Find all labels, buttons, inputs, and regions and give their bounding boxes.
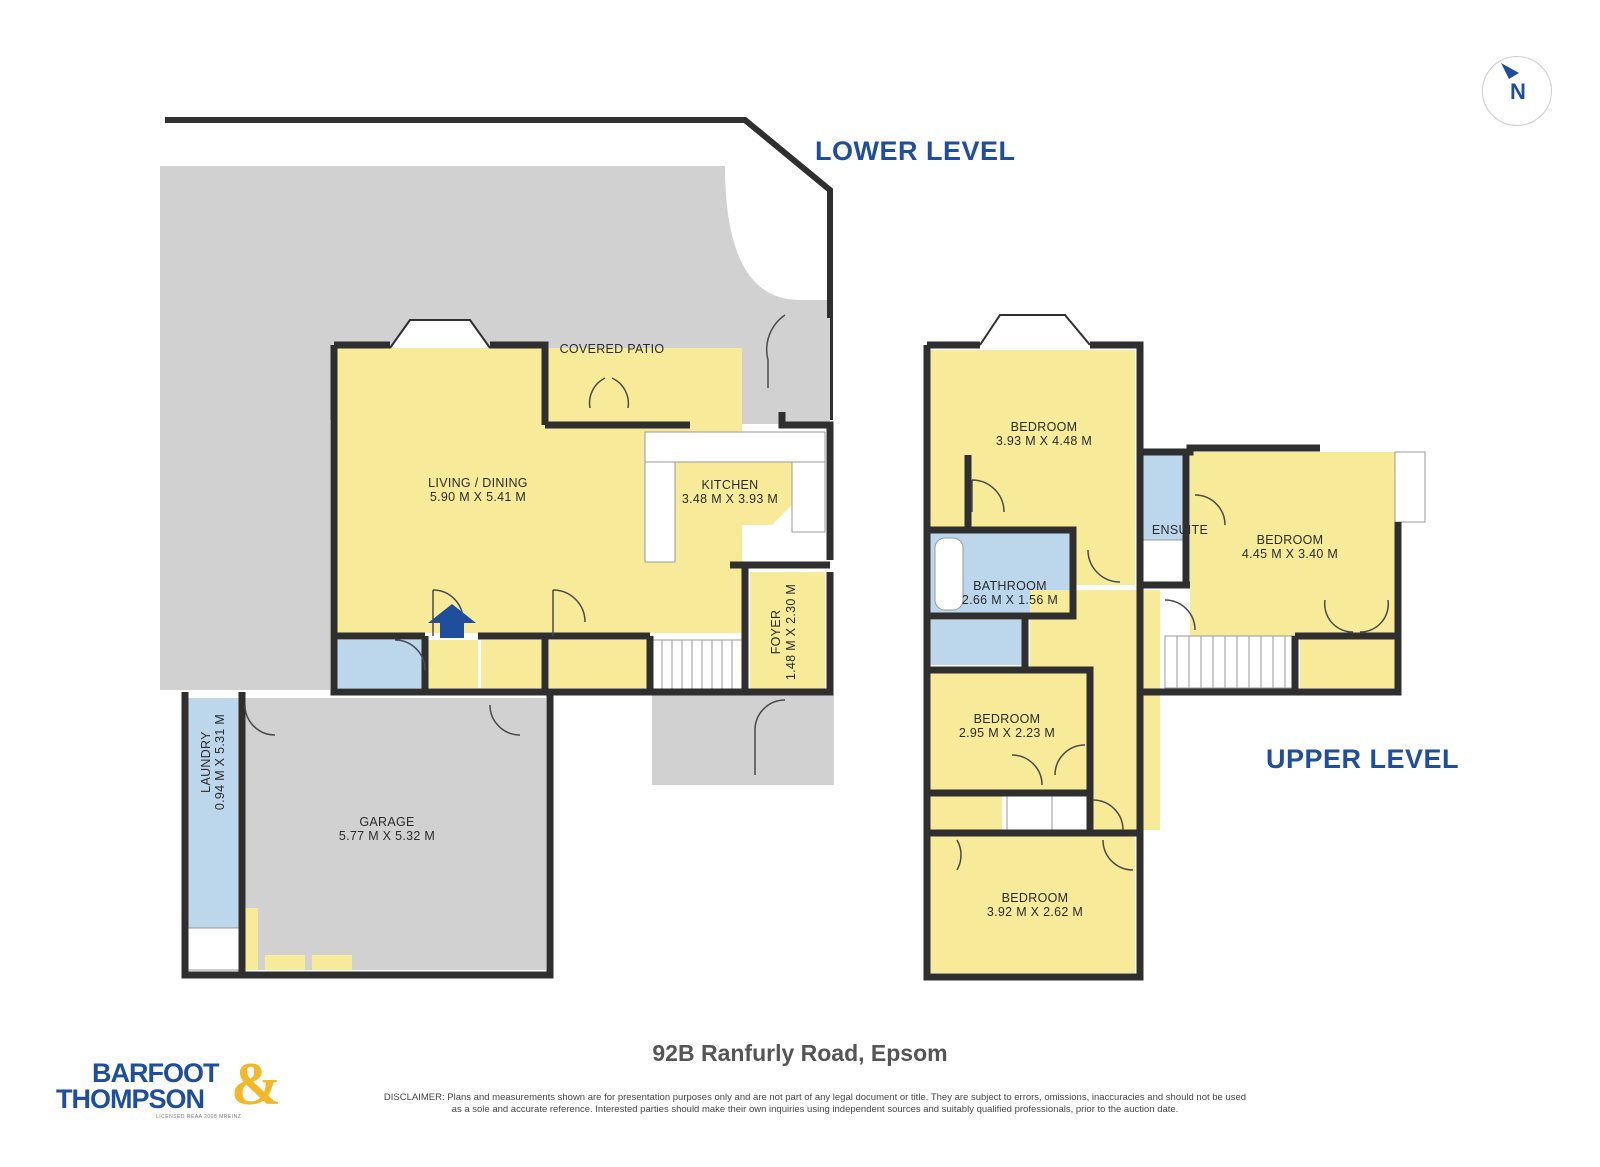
stair-treads-lower xyxy=(661,640,733,690)
kitchen-side-bench xyxy=(791,461,826,533)
foyer-label: FOYER xyxy=(769,610,783,655)
hall-storage-3 xyxy=(549,640,647,688)
lower-wc-area xyxy=(337,640,425,688)
living-dining-label: LIVING / DINING xyxy=(428,476,528,490)
north-arrow-icon xyxy=(1501,63,1519,79)
bedroom-1-size: 3.93 M X 4.48 M xyxy=(996,434,1092,448)
kitchen-area xyxy=(680,462,792,570)
covered-patio-label: COVERED PATIO xyxy=(560,342,665,356)
bedroom-4-label: BEDROOM xyxy=(1002,891,1069,905)
logo-ampersand: & xyxy=(231,1051,281,1117)
upper-walls xyxy=(923,341,1402,981)
bedroom-2-bay xyxy=(1394,451,1426,523)
ensuite-label: ENSUITE xyxy=(1152,523,1208,537)
bedroom-2-label: BEDROOM xyxy=(1257,533,1324,547)
laundry-label: LAUNDRY xyxy=(199,731,213,793)
logo-licence: LICENSED REAA 2008 MREINZ xyxy=(156,1114,242,1120)
driveway-area xyxy=(160,166,830,690)
hall-storage-2 xyxy=(481,640,543,688)
garage-size: 5.77 M X 5.32 M xyxy=(339,829,435,843)
hall-storage-1 xyxy=(428,640,478,688)
garage-area xyxy=(244,698,546,970)
bay-window-upper xyxy=(979,314,1091,346)
property-address: 92B Ranfurly Road, Epsom xyxy=(652,1040,948,1066)
bathtub xyxy=(934,537,964,611)
foyer-size: 1.48 M X 2.30 M xyxy=(784,584,798,680)
lower-walls xyxy=(181,341,834,979)
living-dining-size: 5.90 M X 5.41 M xyxy=(430,490,526,504)
laundry-size: 0.94 M X 5.31 M xyxy=(213,714,227,810)
upper-wc-area xyxy=(930,620,1025,665)
kitchen-size: 3.48 M X 3.93 M xyxy=(682,492,778,506)
laundry-cabinet xyxy=(187,927,241,971)
bedroom-4-size: 3.92 M X 2.62 M xyxy=(987,905,1083,919)
compass: N xyxy=(1482,56,1552,126)
upper-hall-area xyxy=(1030,590,1160,830)
bay-window-lower xyxy=(389,319,491,349)
disclaimer: DISCLAIMER: Plans and measurements shown… xyxy=(335,1092,1295,1116)
outer-boundary xyxy=(165,117,833,420)
garage-shelf xyxy=(244,908,258,970)
foyer-area xyxy=(750,572,825,692)
compass-label: N xyxy=(1510,79,1526,104)
door-swings xyxy=(244,314,786,775)
lower-level-title: LOWER LEVEL xyxy=(815,136,1016,166)
stairs-lower xyxy=(651,639,748,691)
bathroom-label: BATHROOM xyxy=(973,579,1047,593)
kitchen-island xyxy=(644,461,676,563)
front-porch xyxy=(652,695,834,785)
disclaimer-line-2: as a sole and accurate reference. Intere… xyxy=(451,1104,1179,1115)
disclaimer-line-1: DISCLAIMER: Plans and measurements shown… xyxy=(383,1092,1247,1103)
upper-linen-1 xyxy=(930,795,1002,830)
entry-arrow-icon xyxy=(428,604,476,638)
bathroom-size: 2.66 M X 1.56 M xyxy=(962,593,1058,607)
laundry-area xyxy=(188,698,240,928)
bedroom-3-area xyxy=(930,672,1087,790)
kitchen-bench xyxy=(644,431,826,463)
bedroom-2-area xyxy=(1190,452,1395,637)
bedroom-3-size: 2.95 M X 2.23 M xyxy=(959,726,1055,740)
stairs-upper xyxy=(1164,635,1296,689)
bedroom-2-size: 4.45 M X 3.40 M xyxy=(1242,547,1338,561)
bedroom-4-area xyxy=(930,835,1135,973)
bedroom-3-label: BEDROOM xyxy=(974,712,1041,726)
kitchen-label: KITCHEN xyxy=(702,478,759,492)
stair-treads-upper xyxy=(1176,636,1286,688)
garage-bin-1 xyxy=(265,955,305,970)
logo-line-1: BARFOOT xyxy=(92,1058,219,1088)
garage-bin-2 xyxy=(312,955,352,970)
upper-storage xyxy=(1300,636,1395,688)
upper-closet xyxy=(930,455,968,525)
bedroom-1-label: BEDROOM xyxy=(1011,420,1078,434)
garage-label: GARAGE xyxy=(359,815,414,829)
upper-level-title: UPPER LEVEL xyxy=(1266,744,1459,774)
logo-line-2: THOMPSON xyxy=(56,1084,205,1114)
ensuite-shower xyxy=(1139,539,1187,583)
upper-door-swings xyxy=(956,479,1390,871)
upper-linen-2 xyxy=(1006,794,1053,831)
agency-logo: BARFOOT THOMPSON & LICENSED REAA 2008 MR… xyxy=(56,1054,296,1128)
